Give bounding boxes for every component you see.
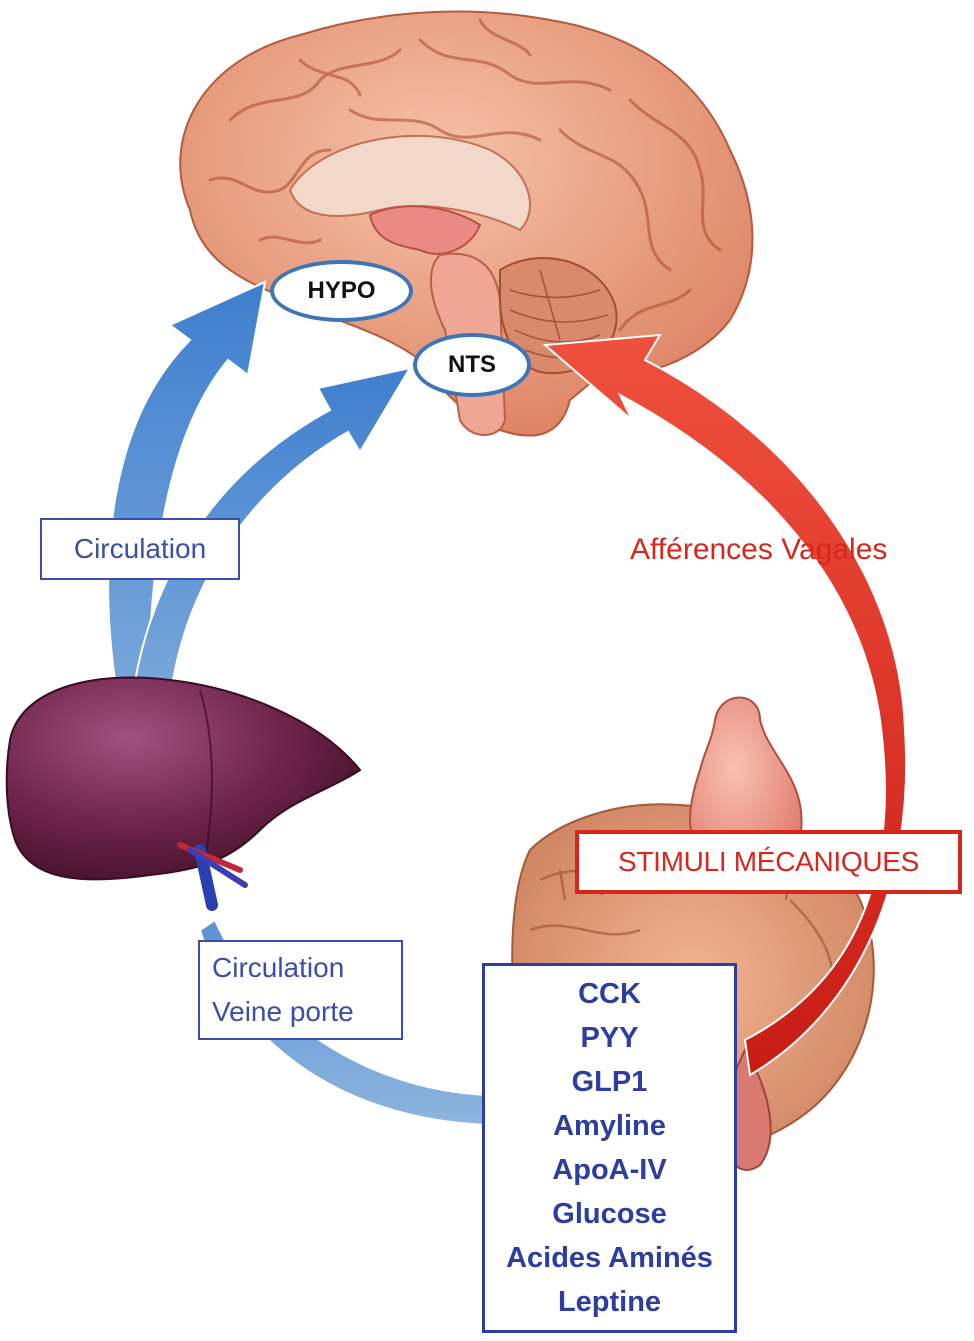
portal-circulation-label-box: Circulation Veine porte xyxy=(198,940,403,1040)
signal-item: Glucose xyxy=(552,1198,667,1230)
signal-item: Amyline xyxy=(553,1110,666,1142)
signal-item: ApoA-IV xyxy=(552,1154,667,1186)
signal-item: PYY xyxy=(580,1022,639,1054)
portal-circulation-line2: Veine porte xyxy=(212,996,354,1027)
hypothalamus-label: HYPO xyxy=(270,260,413,322)
hypothalamus-label-text: HYPO xyxy=(307,277,376,304)
vagal-afferents-label: Afférences Vagales xyxy=(630,525,930,575)
circulation-label-text: Circulation xyxy=(73,533,207,564)
mechanical-stimuli-text: STIMULI MÉCANIQUES xyxy=(617,846,920,877)
signal-item: Acides Aminés xyxy=(506,1242,713,1274)
circulation-label-box: Circulation xyxy=(40,518,240,580)
nts-label-text: NTS xyxy=(448,351,496,378)
nts-label: NTS xyxy=(413,333,531,397)
vagal-afferents-text: Afférences Vagales xyxy=(630,533,888,566)
gut-signals-box: CCK PYY GLP1 Amyline ApoA-IV Glucose Aci… xyxy=(482,963,737,1333)
liver-illustration xyxy=(5,676,362,911)
signal-item: Leptine xyxy=(557,1286,662,1318)
brain-illustration xyxy=(179,10,754,437)
signal-item: GLP1 xyxy=(571,1066,648,1098)
mechanical-stimuli-box: STIMULI MÉCANIQUES xyxy=(575,830,962,894)
portal-circulation-line1: Circulation xyxy=(212,952,345,983)
signal-item: CCK xyxy=(578,978,641,1010)
